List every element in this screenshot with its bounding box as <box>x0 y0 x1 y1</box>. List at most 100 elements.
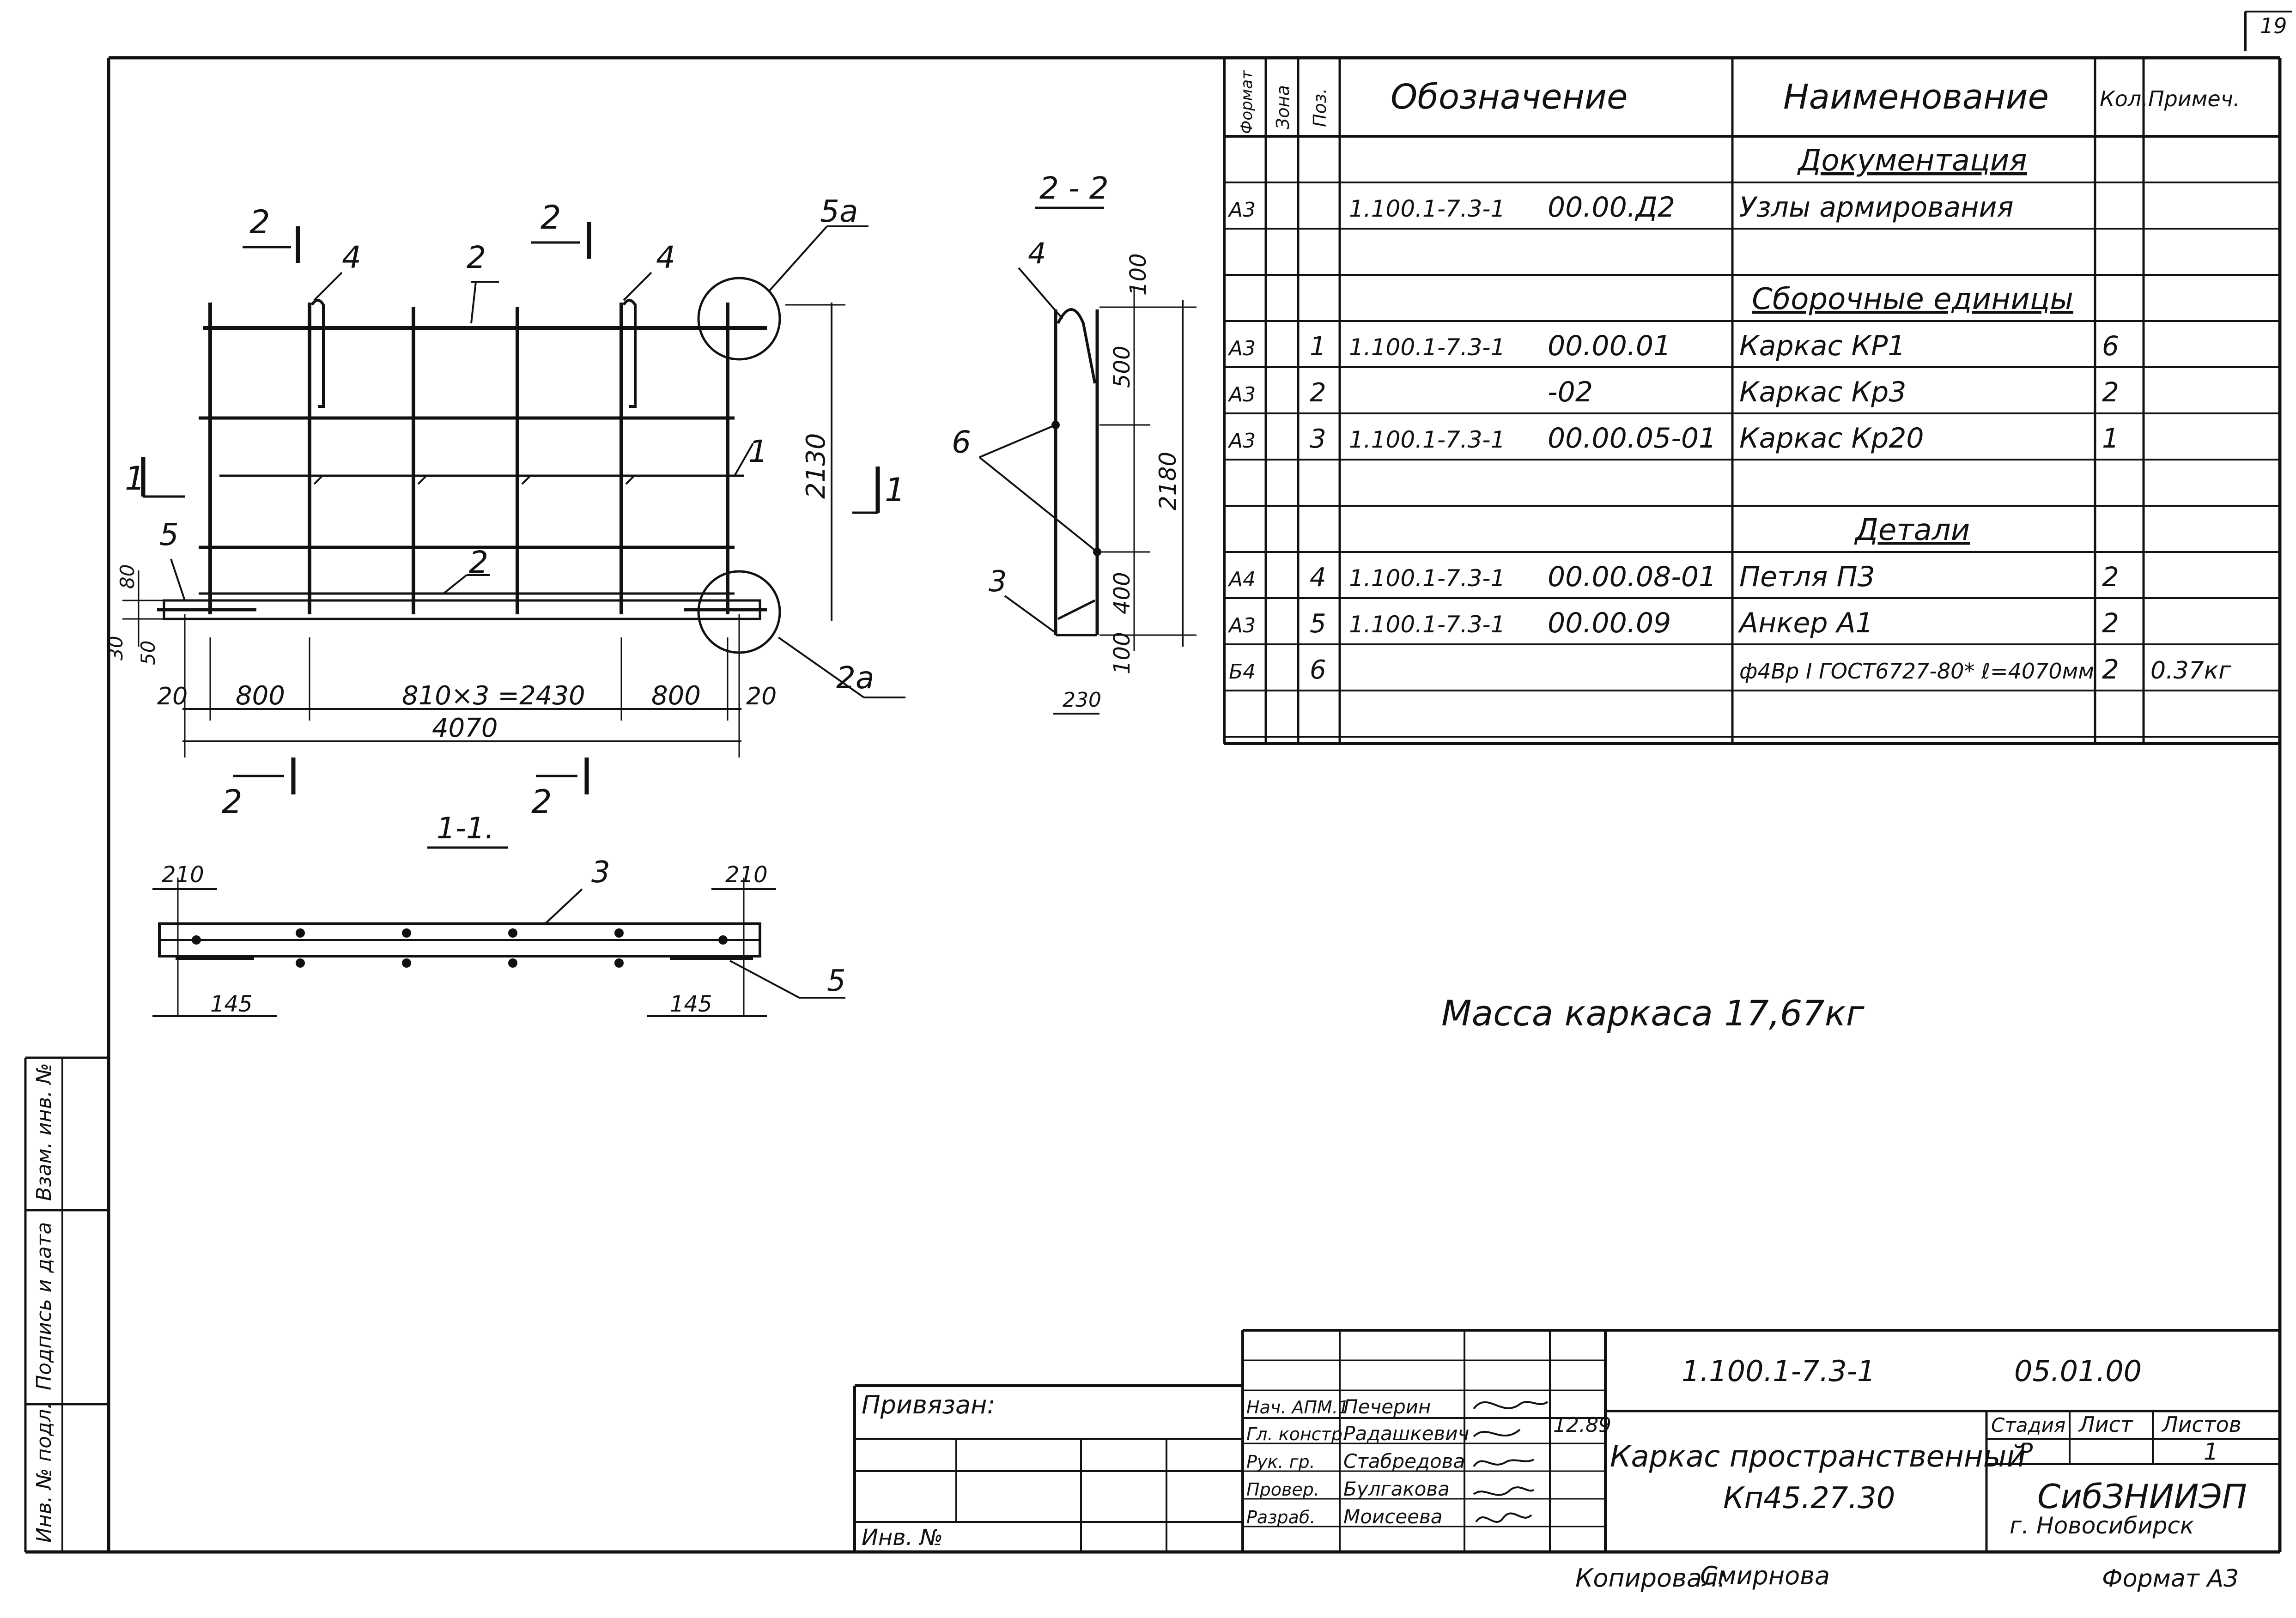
sheets-value: 1 <box>2204 1438 2218 1465</box>
spec-cell-name: Узлы армирования <box>1739 191 2014 224</box>
spec-cell-format: А3 <box>1227 337 1256 360</box>
spec-cell-name: Каркас Кр3 <box>1739 376 1906 408</box>
spec-cell-designation: 1.100.1-7.3-1 <box>1349 195 1505 222</box>
spec-cell-code: 00.00.08-01 <box>1548 561 1716 593</box>
spec-cell-pos: 3 <box>1310 424 1326 454</box>
section-2-2: 2 - 2 4 6 3 100 500 2180 400 100 230 <box>952 170 1197 715</box>
role-name: Моисеева <box>1343 1505 1443 1528</box>
role-name: Стабредова <box>1343 1450 1465 1473</box>
spec-cell-note: 0.37кг <box>2150 657 2231 685</box>
side-stamp-replaced-inv: Взам. инв. № <box>32 1063 56 1201</box>
spec-cell-designation: 1.100.1-7.3-1 <box>1349 426 1505 453</box>
spec-section-heading: Документация <box>1797 144 2027 178</box>
title-line-1: Каркас пространственный <box>1610 1440 2026 1474</box>
main-view: 4 2 4 1 2 5 5а 2а 2 2 2 2 1 <box>104 194 905 821</box>
dim-50: 50 <box>137 641 159 665</box>
signatures <box>1473 1401 1549 1523</box>
cut-mark-2-top-left: 2 <box>243 203 300 263</box>
dim-145-left: 145 <box>210 991 253 1017</box>
sec22-callout-6: 6 <box>952 424 971 460</box>
page-number-box: 19 <box>2244 11 2292 51</box>
role-title: Разраб. <box>1246 1507 1315 1527</box>
spec-cell-designation: 1.100.1-7.3-1 <box>1349 611 1505 638</box>
bound-block: Привязан: Инв. № <box>853 1384 1243 1552</box>
header-note: Примеч. <box>2148 86 2240 111</box>
header-qty: Кол. <box>2100 86 2148 111</box>
main-callout-2-top: 2 <box>467 240 486 275</box>
dim-230: 230 <box>1063 688 1101 712</box>
bound-label: Привязан: <box>862 1390 996 1419</box>
title-line-2: Кп45.27.30 <box>1723 1481 1895 1515</box>
main-callout-2-bottom: 2 <box>469 545 488 580</box>
cut-mark-1-right: 1 <box>852 467 905 514</box>
dim-145-right: 145 <box>670 991 712 1017</box>
header-designation: Обозначение <box>1391 77 1628 117</box>
title-code: 05.01.00 <box>2014 1354 2142 1388</box>
role-name: Булгакова <box>1343 1478 1450 1500</box>
role-title: Рук. гр. <box>1246 1452 1315 1472</box>
svg-text:2: 2 <box>249 203 270 241</box>
section-1-1: 1-1. 3 5 210 210 145 <box>152 812 846 1017</box>
spec-cell-name: Каркас КР1 <box>1739 330 1905 362</box>
org-name: СибЗНИИЭП <box>2037 1477 2247 1516</box>
svg-text:1: 1 <box>885 471 905 509</box>
title-block: 1.100.1-7.3-1 05.01.00 Каркас пространст… <box>1241 1329 2280 1552</box>
side-stamp: Инв. № подл. Подпись и дата Взам. инв. № <box>24 1056 109 1552</box>
title-designation: 1.100.1-7.3-1 <box>1682 1354 1875 1388</box>
dim-30: 30 <box>104 636 127 661</box>
spec-cell-code: 00.00.09 <box>1548 607 1671 639</box>
sheets-label: Листов <box>2161 1412 2241 1437</box>
role-title: Гл. констр. <box>1246 1424 1348 1444</box>
main-callout-4-right: 4 <box>656 240 675 275</box>
dim-500: 500 <box>1109 345 1135 388</box>
cut-mark-2-top-right: 2 <box>531 199 591 259</box>
dim-800-left: 800 <box>236 681 285 711</box>
sec11-callout-5: 5 <box>827 964 846 998</box>
org-city: г. Новосибирск <box>2010 1512 2194 1539</box>
svg-text:2: 2 <box>222 783 243 821</box>
dim-800-right: 800 <box>651 681 701 711</box>
bottom-notes: Копировал: Смирнова Формат А3 <box>1575 1561 2239 1593</box>
spec-cell-qty: 6 <box>2102 330 2119 362</box>
section-1-1-title: 1-1. <box>437 812 494 846</box>
cut-mark-1-left: 1 <box>125 457 185 498</box>
copier-signature: Смирнова <box>1700 1561 1830 1590</box>
spec-cell-name: Петля П3 <box>1739 561 1875 593</box>
mass-note: Масса каркаса 17,67кг <box>1441 993 1865 1034</box>
svg-text:2: 2 <box>531 783 552 821</box>
drawing-frame <box>25 56 2282 1554</box>
spec-cell-designation: 1.100.1-7.3-1 <box>1349 334 1505 361</box>
spec-cell-pos: 6 <box>1310 655 1326 685</box>
page-number: 19 <box>2260 13 2287 38</box>
spec-cell-format: А3 <box>1227 429 1256 453</box>
spec-cell-name: Анкер А1 <box>1737 607 1873 639</box>
spec-cell-pos: 2 <box>1310 378 1326 408</box>
header-pos: Поз. <box>1310 88 1330 127</box>
dim-100-top: 100 <box>1125 253 1151 296</box>
spec-cell-qty: 2 <box>2102 376 2119 408</box>
side-stamp-signature-date: Подпись и дата <box>32 1222 56 1390</box>
role-title: Нач. АПМ.1 <box>1246 1397 1349 1418</box>
spec-cell-designation: 1.100.1-7.3-1 <box>1349 565 1505 592</box>
header-name: Наименование <box>1783 77 2049 117</box>
dim-100-bottom: 100 <box>1109 632 1135 674</box>
spec-cell-format: Б4 <box>1229 660 1256 684</box>
dim-80: 80 <box>116 564 139 589</box>
bound-inv-label: Инв. № <box>862 1525 943 1551</box>
role-title: Провер. <box>1246 1479 1319 1500</box>
dim-20-left: 20 <box>157 683 188 710</box>
spec-section-heading: Детали <box>1854 513 1970 547</box>
spec-cell-format: А3 <box>1227 198 1256 222</box>
dim-210-right: 210 <box>725 862 768 888</box>
copied-by-label: Копировал: <box>1575 1563 1726 1593</box>
format-label: Формат А3 <box>2102 1565 2239 1593</box>
dim-2180: 2180 <box>1154 452 1181 510</box>
header-zone: Зона <box>1273 85 1293 129</box>
sec11-callout-3: 3 <box>591 855 610 890</box>
spec-cell-qty: 2 <box>2102 561 2119 593</box>
spec-cell-pos: 1 <box>1310 332 1326 362</box>
spec-cell-qty: 2 <box>2102 607 2119 639</box>
stage-value: Р <box>2019 1438 2033 1465</box>
